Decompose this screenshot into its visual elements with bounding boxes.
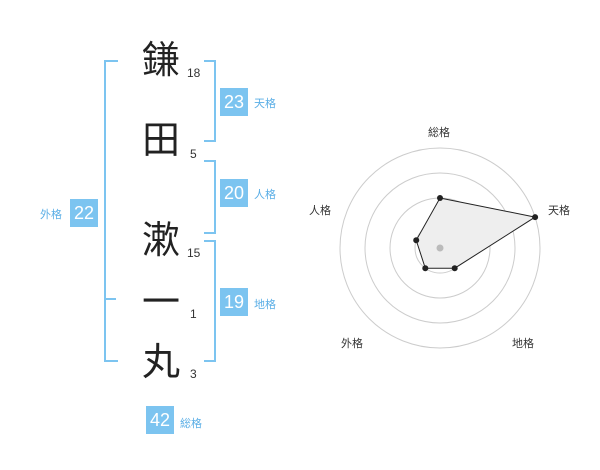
- radar-center-dot: [436, 244, 444, 252]
- name-char-3: 漱: [141, 218, 180, 262]
- name-char-5: 丸: [141, 340, 180, 384]
- radar-point: [413, 237, 420, 244]
- stroke-count-3: 15: [187, 246, 201, 260]
- gaikaku-label: 外格: [40, 208, 62, 221]
- soukaku-label: 総格: [180, 417, 202, 430]
- tenkaku-label: 天格: [254, 97, 276, 110]
- name-char-4: 一: [141, 280, 180, 324]
- chikaku-value: 19: [220, 288, 248, 316]
- tenkaku-bracket: [204, 60, 216, 142]
- radar-label-gaikaku: 外格: [341, 337, 363, 350]
- tenkaku-value: 23: [220, 88, 248, 116]
- stroke-count-4: 1: [190, 307, 197, 321]
- chikaku-label: 地格: [254, 298, 276, 311]
- radar-label-soukaku: 総格: [428, 126, 450, 139]
- name-char-1: 鎌: [141, 38, 180, 82]
- gaikaku-value: 22: [70, 199, 98, 227]
- stroke-count-5: 3: [190, 367, 197, 381]
- radar-polygon: [415, 197, 537, 269]
- stroke-count-1: 18: [187, 66, 201, 80]
- radar-point: [422, 265, 429, 272]
- chikaku-bracket: [204, 240, 216, 362]
- radar-point: [451, 265, 458, 272]
- radar-label-tenkaku: 天格: [548, 204, 570, 217]
- gaikaku-split-mark: [104, 298, 116, 300]
- radar-ring: [364, 172, 516, 324]
- radar-label-jinkaku: 人格: [309, 204, 331, 217]
- radar-label-chikaku: 地格: [512, 337, 534, 350]
- jinkaku-value: 20: [220, 179, 248, 207]
- name-char-2: 田: [141, 118, 180, 162]
- soukaku-value: 42: [146, 406, 174, 434]
- jinkaku-bracket: [204, 160, 216, 234]
- radar-point: [532, 214, 539, 221]
- gaikaku-bracket: [104, 60, 118, 362]
- radar-point: [437, 195, 443, 201]
- jinkaku-label: 人格: [254, 188, 276, 201]
- radar-ring: [339, 147, 541, 349]
- stroke-count-2: 5: [190, 147, 197, 161]
